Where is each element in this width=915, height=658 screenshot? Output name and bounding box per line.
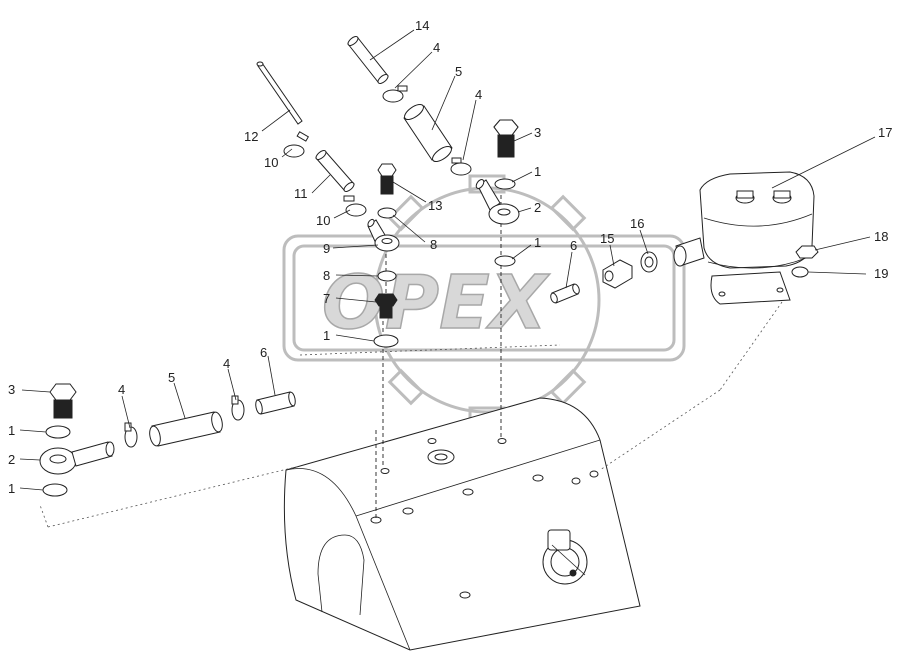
callouts: 14 4 5 4 12 3 17 10 1 11 13 2 10 9 8 1 6…: [8, 18, 892, 496]
sealing-washer-1-left-top: [45, 425, 71, 439]
callout-1: 1: [323, 328, 330, 343]
nut-16: [640, 251, 658, 273]
hose-5-upper: [403, 103, 453, 163]
watermark-frame: [282, 234, 686, 362]
callout-8: 8: [323, 268, 330, 283]
hose-clamp-4-upper: [382, 85, 408, 103]
watermark-text: OPEX: [322, 260, 551, 346]
callout-9: 9: [323, 241, 330, 256]
callout-10: 10: [316, 213, 330, 228]
hose-clamp-4-lower-right: [231, 395, 245, 421]
callout-1: 1: [8, 423, 15, 438]
sealing-washer-1-left-bottom: [42, 483, 68, 497]
banjo-bolt-13: [377, 163, 397, 195]
callout-10: 10: [264, 155, 278, 170]
callout-1: 1: [8, 481, 15, 496]
callout-3: 3: [8, 382, 15, 397]
fuel-filter-17: [673, 171, 815, 305]
callout-16: 16: [630, 216, 644, 231]
callout-12: 12: [244, 129, 258, 144]
sealing-washer-8-bottom: [377, 270, 397, 282]
callout-18: 18: [874, 229, 888, 244]
callout-1: 1: [534, 164, 541, 179]
fuel-line-pipe-14: [347, 36, 389, 84]
hose-5-lower: [149, 411, 223, 447]
sealing-washer-1-top: [494, 178, 516, 190]
banjo-bolt-3-top: [493, 119, 519, 158]
callout-17: 17: [878, 125, 892, 140]
callout-5: 5: [168, 370, 175, 385]
sealing-washer-1-mid: [494, 255, 516, 267]
fuel-level-sensor: [542, 529, 588, 585]
callout-4: 4: [433, 40, 440, 55]
callout-7: 7: [323, 291, 330, 306]
sealing-washer-8-top: [377, 207, 397, 219]
callout-5: 5: [455, 64, 462, 79]
hose-clamp-4-lower-left: [124, 422, 138, 448]
hose-11: [315, 150, 355, 192]
hose-clamp-10-upper: [283, 131, 310, 158]
adapter-fitting-7: [374, 293, 398, 319]
callout-4: 4: [118, 382, 125, 397]
assembly-lines: [39, 195, 783, 528]
callout-1: 1: [534, 235, 541, 250]
washer-19: [791, 266, 809, 278]
banjo-fitting-2-top: [475, 179, 520, 225]
watermark: OPEX: [282, 174, 686, 426]
callout-3: 3: [534, 125, 541, 140]
sealing-washer-1-bottom: [373, 334, 399, 348]
fuel-line-pipe-12: [256, 61, 303, 125]
hose-clamp-4-middle: [450, 157, 472, 176]
fuel-tank: [283, 397, 641, 651]
connector-15: [602, 259, 633, 289]
hose-6-right: [550, 283, 580, 304]
leader-lines: [19, 29, 876, 491]
hose-6-left: [255, 391, 296, 415]
callout-14: 14: [415, 18, 429, 33]
callout-2: 2: [8, 452, 15, 467]
bolt-18: [795, 245, 819, 259]
banjo-bolt-3-left: [49, 383, 77, 419]
callout-4: 4: [223, 356, 230, 371]
hose-clamp-10-lower: [343, 195, 367, 217]
callout-6: 6: [260, 345, 267, 360]
filter-bracket: [710, 271, 791, 305]
callout-11: 11: [294, 186, 308, 201]
callout-19: 19: [874, 266, 888, 281]
banjo-fitting-2-left: [39, 441, 115, 475]
callout-6: 6: [570, 238, 577, 253]
banjo-fitting-9: [367, 218, 400, 252]
callout-13: 13: [428, 198, 442, 213]
callout-8: 8: [430, 237, 437, 252]
callout-15: 15: [600, 231, 614, 246]
callout-2: 2: [534, 200, 541, 215]
callout-4: 4: [475, 87, 482, 102]
